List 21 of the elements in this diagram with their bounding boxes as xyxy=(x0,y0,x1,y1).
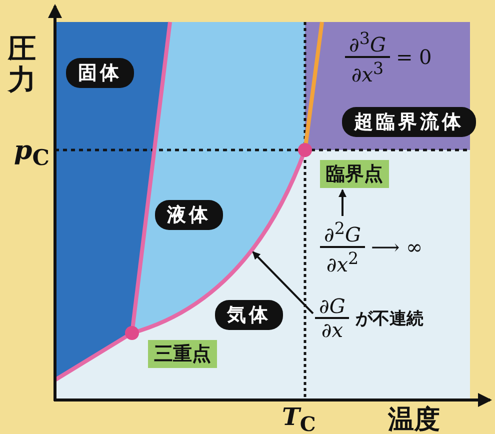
denominator: ∂x xyxy=(320,319,344,341)
denominator: ∂x$^{2}$ xyxy=(325,248,360,276)
point-label: 三重点 xyxy=(148,340,217,368)
phase-label: 気体 xyxy=(215,300,283,330)
axis-tick-label: T$_{C}$ xyxy=(282,402,316,434)
numerator: ∂$^{2}$G xyxy=(320,218,365,248)
formula-text: ⟶ ∞ xyxy=(370,234,423,259)
phase-label: 超臨界流体 xyxy=(342,107,476,137)
formula-text: が不連続 xyxy=(355,308,424,330)
denominator: ∂x$^{3}$ xyxy=(350,58,385,86)
arrow xyxy=(338,189,346,216)
axis-tick-label: p$_{C}$ xyxy=(14,136,50,172)
numerator: ∂$^{3}$G xyxy=(345,28,390,58)
numerator: ∂G xyxy=(315,295,350,319)
phase-label: 液体 xyxy=(155,200,223,230)
leader-arrow xyxy=(252,251,314,314)
formula-text: = 0 xyxy=(396,44,432,69)
axis-label: 温度 xyxy=(388,404,440,434)
axis-label: 圧力 xyxy=(8,34,36,96)
point-label: 臨界点 xyxy=(320,160,389,188)
phase-label: 固体 xyxy=(66,58,134,88)
